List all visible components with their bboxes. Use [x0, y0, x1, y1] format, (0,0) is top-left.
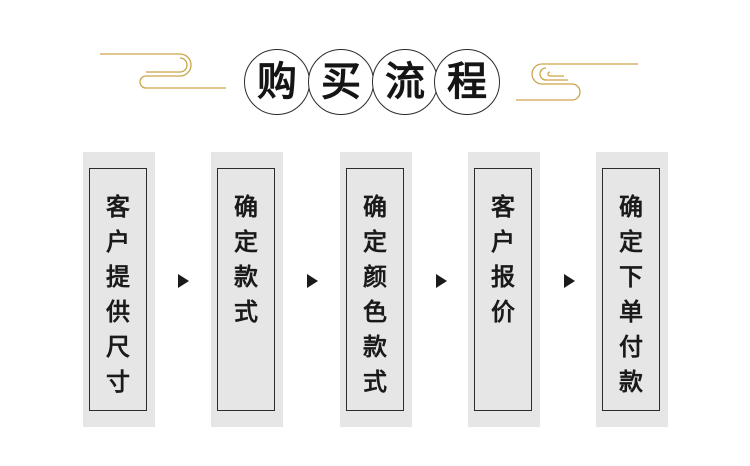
title-char: 买	[321, 58, 361, 105]
step-frame: 客户报价	[474, 168, 532, 411]
title-circle-3: 流	[372, 49, 438, 115]
arrow-right-icon	[564, 274, 575, 288]
step-label: 确定下单付款	[619, 192, 643, 396]
right-cloud-decoration	[516, 63, 638, 101]
step-label: 确定款式	[234, 192, 258, 326]
step-card-1: 客户提供尺寸	[83, 152, 155, 427]
step-card-5: 确定下单付款	[596, 152, 668, 427]
arrow-right-icon	[178, 274, 189, 288]
title-char: 流	[385, 58, 425, 105]
arrow-right-icon	[307, 274, 318, 288]
title-circle-4: 程	[434, 49, 500, 115]
title-char: 购	[257, 58, 297, 105]
step-card-4: 客户报价	[468, 152, 540, 427]
title-circle-2: 买	[308, 49, 374, 115]
step-card-3: 确定颜色款式	[340, 152, 412, 427]
step-frame: 客户提供尺寸	[89, 168, 147, 411]
title-char: 程	[447, 58, 487, 105]
step-frame: 确定下单付款	[602, 168, 660, 411]
title-circle-1: 购	[244, 49, 310, 115]
page-title: 购 买 流 程	[244, 49, 502, 117]
step-label: 确定颜色款式	[363, 192, 387, 396]
left-cloud-decoration	[100, 53, 226, 89]
step-label: 客户报价	[491, 192, 515, 326]
step-card-2: 确定款式	[211, 152, 283, 427]
step-frame: 确定款式	[217, 168, 275, 411]
arrow-right-icon	[436, 274, 447, 288]
step-frame: 确定颜色款式	[346, 168, 404, 411]
step-label: 客户提供尺寸	[106, 192, 130, 396]
